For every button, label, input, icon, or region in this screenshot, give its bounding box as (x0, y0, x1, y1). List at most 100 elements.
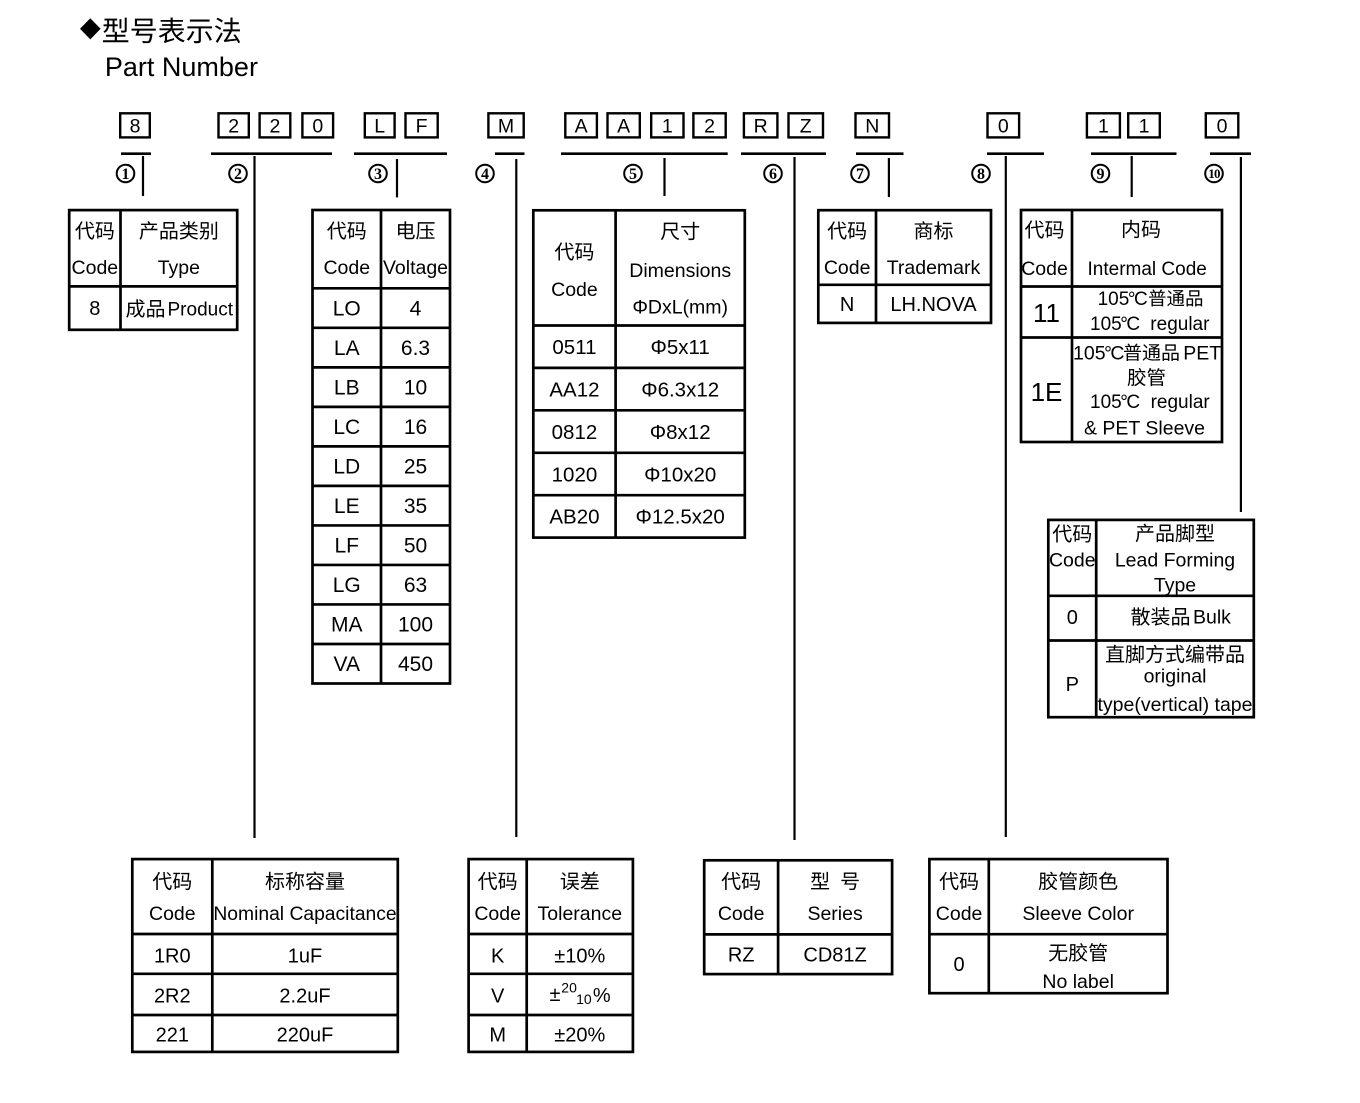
svg-text:8: 8 (977, 166, 985, 183)
svg-text:20: 20 (561, 980, 577, 996)
svg-text:1: 1 (1139, 116, 1150, 138)
svg-text:100: 100 (398, 614, 433, 637)
svg-text:LG: LG (333, 574, 361, 597)
svg-text:50: 50 (404, 535, 427, 558)
svg-text:Code: Code (72, 257, 119, 279)
svg-text:LA: LA (334, 337, 360, 360)
svg-text:Type: Type (158, 257, 200, 279)
svg-text:F: F (416, 116, 428, 138)
svg-text:original: original (1144, 666, 1207, 688)
svg-text:11: 11 (1033, 298, 1060, 328)
svg-text:2: 2 (270, 116, 281, 138)
svg-text:1R0: 1R0 (154, 946, 191, 968)
svg-text:1020: 1020 (552, 463, 598, 486)
svg-text:0: 0 (954, 954, 965, 976)
svg-text:Code: Code (149, 903, 196, 925)
svg-text:%: % (593, 985, 611, 1007)
svg-text:Type: Type (1154, 575, 1196, 597)
svg-text:type(vertical) tape: type(vertical) tape (1098, 694, 1253, 716)
svg-text:221: 221 (156, 1025, 189, 1047)
svg-text:8: 8 (130, 116, 141, 138)
svg-text:1: 1 (1098, 116, 1109, 138)
svg-text:6: 6 (769, 166, 777, 183)
svg-text:±20%: ±20% (554, 1025, 605, 1047)
svg-text:Code: Code (323, 257, 370, 279)
svg-text:LO: LO (333, 298, 361, 321)
svg-text:Φ5x11: Φ5x11 (651, 336, 710, 359)
svg-text:Intermal Code: Intermal Code (1088, 259, 1207, 280)
svg-text:2: 2 (704, 116, 715, 138)
svg-text:Bulk: Bulk (1193, 607, 1231, 629)
svg-text:& PET Sleeve: & PET Sleeve (1084, 418, 1205, 440)
svg-text:LE: LE (334, 495, 360, 518)
svg-text:105: 105 (1090, 392, 1122, 413)
svg-text:Φ12.5x20: Φ12.5x20 (636, 506, 725, 529)
svg-text:25: 25 (404, 456, 427, 479)
svg-text:0: 0 (1067, 607, 1078, 629)
svg-text:Code: Code (1021, 258, 1068, 280)
svg-text:No label: No label (1042, 971, 1114, 993)
svg-text:regular: regular (1151, 392, 1211, 413)
svg-text:0812: 0812 (552, 421, 598, 444)
svg-text:Dimensions: Dimensions (629, 260, 731, 282)
svg-text:1uF: 1uF (288, 946, 322, 968)
svg-text:450: 450 (398, 653, 433, 676)
svg-text:°: ° (1120, 392, 1128, 413)
svg-text:±10%: ±10% (554, 946, 605, 968)
svg-text:A: A (575, 116, 588, 138)
svg-text:Code: Code (718, 903, 765, 925)
svg-text:2.2uF: 2.2uF (279, 986, 330, 1008)
svg-text:0: 0 (998, 116, 1009, 138)
svg-text:Series: Series (807, 903, 863, 925)
svg-text:4: 4 (410, 298, 422, 321)
svg-text:CD81Z: CD81Z (803, 945, 866, 967)
svg-text:16: 16 (404, 416, 427, 439)
svg-text:Z: Z (800, 116, 812, 138)
svg-text:AB20: AB20 (549, 506, 599, 529)
svg-text:Code: Code (551, 279, 598, 301)
svg-text:Code: Code (936, 903, 983, 925)
svg-text:10: 10 (1208, 166, 1220, 181)
svg-text:K: K (491, 946, 505, 968)
svg-text:0: 0 (1217, 116, 1228, 138)
svg-text:10: 10 (576, 991, 592, 1007)
svg-text:105: 105 (1090, 314, 1122, 335)
svg-text:Voltage: Voltage (383, 257, 448, 279)
svg-text:0: 0 (312, 116, 323, 138)
svg-text:Trademark: Trademark (887, 257, 981, 279)
svg-text:105: 105 (1098, 289, 1130, 310)
svg-text:LH.NOVA: LH.NOVA (890, 294, 977, 316)
svg-text:M: M (498, 116, 514, 138)
svg-text:V: V (491, 986, 505, 1008)
svg-text:C: C (1126, 392, 1140, 413)
svg-text:Sleeve Color: Sleeve Color (1022, 903, 1134, 925)
svg-text:°: ° (1104, 343, 1112, 365)
svg-text:N: N (840, 294, 854, 316)
svg-text:5: 5 (629, 166, 637, 183)
svg-text:°: ° (1128, 289, 1136, 310)
svg-text:7: 7 (856, 166, 864, 183)
svg-text:10: 10 (404, 377, 427, 400)
svg-text:2: 2 (228, 116, 239, 138)
svg-text:C: C (1110, 343, 1124, 365)
svg-text:Code: Code (824, 257, 871, 279)
svg-text:Tolerance: Tolerance (538, 903, 623, 925)
svg-text:VA: VA (334, 653, 360, 676)
svg-text:Code: Code (1049, 550, 1096, 572)
svg-text:ΦDxL(mm): ΦDxL(mm) (632, 297, 728, 319)
svg-text:105: 105 (1073, 343, 1106, 365)
svg-text:1: 1 (122, 166, 130, 183)
svg-text:LD: LD (333, 456, 360, 479)
svg-text:Part Number: Part Number (105, 52, 258, 82)
svg-text:9: 9 (1097, 166, 1105, 183)
svg-text:P: P (1066, 674, 1079, 696)
svg-text:63: 63 (404, 574, 427, 597)
svg-text:°: ° (1120, 314, 1128, 335)
svg-text:MA: MA (331, 614, 363, 637)
svg-text:A: A (617, 116, 630, 138)
svg-text:N: N (865, 116, 879, 138)
svg-text:LB: LB (334, 377, 360, 400)
svg-text:2: 2 (234, 166, 242, 183)
svg-text:8: 8 (89, 298, 100, 320)
svg-text:PET: PET (1183, 343, 1221, 365)
